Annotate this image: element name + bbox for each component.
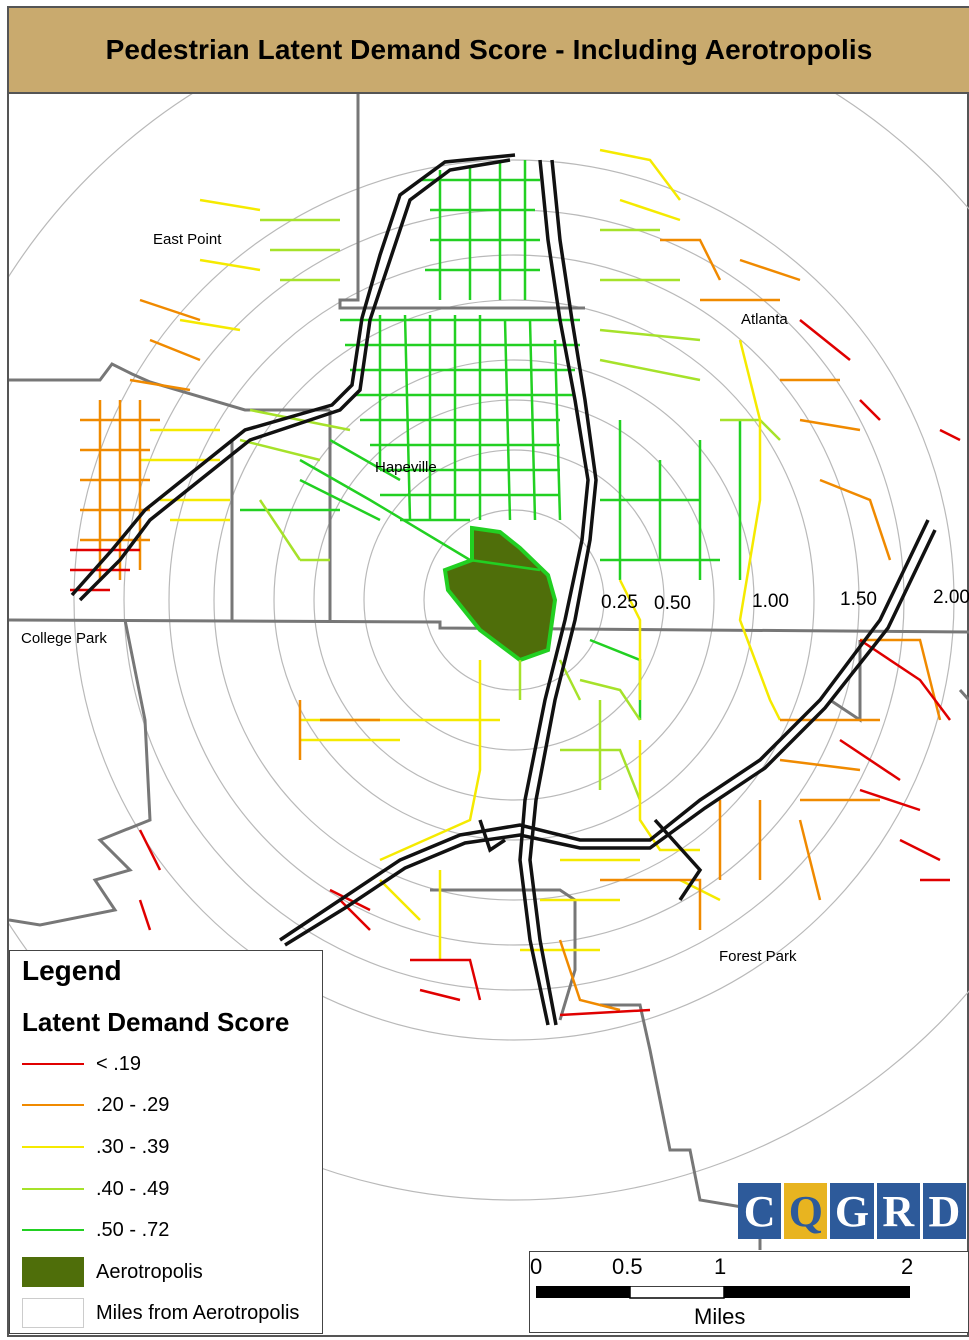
legend-title: Legend — [22, 955, 122, 986]
legend-label: < .19 — [96, 1052, 142, 1075]
legend-item-050-072: .50 - .72 — [22, 1215, 169, 1245]
ring-125 — [213, 299, 815, 901]
legend-swatch-yellow — [22, 1146, 84, 1148]
logo-letter: Q — [784, 1183, 828, 1239]
map-frame — [7, 6, 969, 1337]
logo-letter: D — [922, 1183, 967, 1239]
logo-letter: R — [876, 1183, 920, 1239]
legend-item-040-049: .40 - .49 — [22, 1174, 169, 1204]
legend-item-aerotropolis: Aerotropolis — [22, 1257, 203, 1287]
legend-swatch-green — [22, 1229, 84, 1231]
highways — [70, 153, 937, 1026]
legend-subtitle: Latent Demand Score — [22, 1007, 290, 1037]
cqgrd-logo: C Q G R D — [738, 1183, 969, 1243]
label-east-point: East Point — [153, 231, 222, 248]
legend-swatch-orange — [22, 1104, 84, 1106]
scale-tick-0: 0 — [530, 1254, 543, 1279]
ring-label-050: 0.50 — [654, 593, 691, 614]
logo-letter: G — [830, 1183, 874, 1239]
ring-025 — [423, 509, 605, 691]
scale-bar: 0 0.5 1 2 Miles — [529, 1251, 969, 1333]
scale-tick-1: 1 — [714, 1254, 727, 1279]
ring-200 — [73, 159, 955, 1041]
red-streets — [70, 319, 961, 1017]
legend-label: Miles from Aerotropolis — [96, 1301, 300, 1324]
legend-label: Aerotropolis — [96, 1260, 203, 1283]
map-title: Pedestrian Latent Demand Score - Includi… — [105, 34, 873, 65]
ring-label-200: 2.00 — [933, 587, 969, 608]
label-hapeville: Hapeville — [375, 459, 437, 476]
legend-label: .30 - .39 — [96, 1135, 170, 1158]
legend-swatch-lightgreen — [22, 1188, 84, 1190]
ring-100 — [273, 359, 755, 841]
legend-label: .40 - .49 — [96, 1177, 170, 1200]
label-forest-park: Forest Park — [719, 948, 797, 965]
scale-tick-05: 0.5 — [612, 1254, 643, 1279]
scale-bar-graphic — [536, 1286, 910, 1299]
yellow-streets — [140, 148, 782, 960]
label-atlanta: Atlanta — [741, 311, 788, 328]
legend-swatch-aerotropolis — [22, 1257, 84, 1287]
ring-label-100: 1.00 — [752, 591, 789, 612]
legend-item-lt-019: < .19 — [22, 1049, 141, 1079]
legend-item-020-029: .20 - .29 — [22, 1090, 169, 1120]
ring-label-150: 1.50 — [840, 589, 877, 610]
legend-panel: Legend Latent Demand Score < .19 .20 - .… — [9, 950, 323, 1334]
scale-tick-2: 2 — [901, 1254, 914, 1279]
ring-150 — [168, 254, 860, 946]
label-college-park: College Park — [21, 630, 107, 647]
ring-250 — [9, 94, 969, 1201]
scale-unit: Miles — [694, 1304, 746, 1329]
orange-streets — [80, 238, 942, 1012]
legend-swatch-rings — [22, 1298, 84, 1328]
legend-label: .20 - .29 — [96, 1093, 170, 1116]
legend-item-miles-rings: Miles from Aerotropolis — [22, 1298, 299, 1328]
ring-050 — [363, 449, 665, 751]
legend-item-030-039: .30 - .39 — [22, 1132, 169, 1162]
legend-swatch-red — [22, 1063, 84, 1065]
aerotropolis-area — [442, 525, 558, 663]
legend-label: .50 - .72 — [96, 1218, 170, 1241]
logo-letter: C — [738, 1183, 782, 1239]
title-bar: Pedestrian Latent Demand Score - Includi… — [9, 8, 969, 94]
map-canvas[interactable] — [9, 94, 969, 1334]
ring-label-025: 0.25 — [601, 592, 638, 613]
ring-075 — [313, 399, 715, 801]
